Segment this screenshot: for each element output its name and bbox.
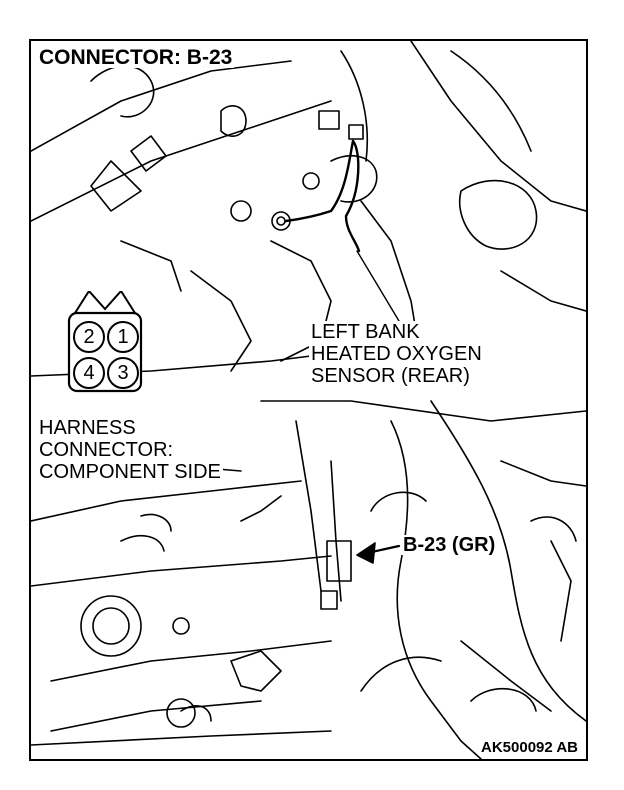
pin-4: 4	[73, 357, 105, 389]
diagram-title: CONNECTOR: B-23	[37, 46, 235, 69]
connector-face-icon: 2 1 4 3	[65, 291, 145, 401]
diagram-frame: 2 1 4 3 CONNECTOR: B-23 LEFT BANK HEATED…	[29, 39, 588, 761]
callout-line-3: SENSOR (REAR)	[311, 365, 470, 387]
harness-line-2: CONNECTOR:	[39, 439, 174, 461]
pin-3: 3	[107, 357, 139, 389]
connector-label: B-23 (GR)	[401, 534, 498, 556]
pin-1: 1	[107, 321, 139, 353]
harness-label: HARNESS CONNECTOR: COMPONENT SIDE	[37, 417, 223, 483]
reference-code: AK500092 AB	[479, 739, 580, 756]
sensor-callout: LEFT BANK HEATED OXYGEN SENSOR (REAR)	[309, 321, 484, 387]
callout-line-2: HEATED OXYGEN	[311, 343, 482, 365]
harness-line-3: COMPONENT SIDE	[39, 461, 221, 483]
pin-2: 2	[73, 321, 105, 353]
harness-line-1: HARNESS	[39, 417, 136, 439]
engine-illustration	[31, 41, 586, 759]
callout-line-1: LEFT BANK	[311, 321, 420, 343]
